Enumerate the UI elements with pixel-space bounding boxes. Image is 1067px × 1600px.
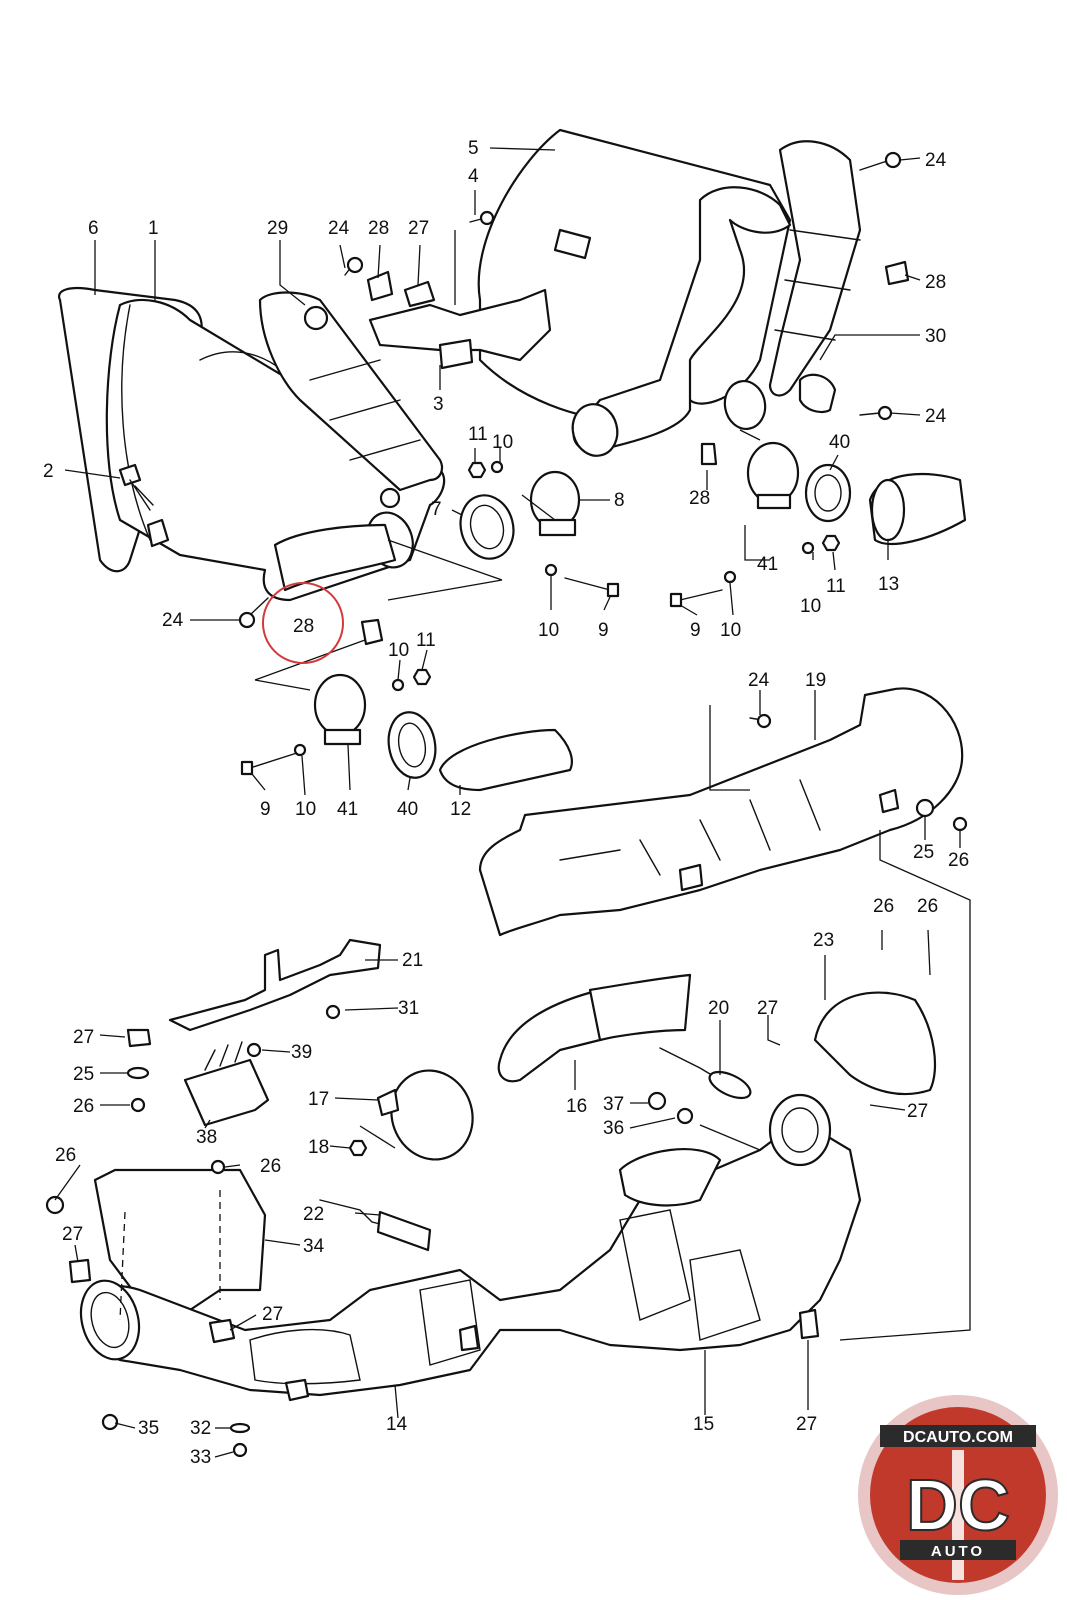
label-34: 34 <box>303 1236 325 1257</box>
label-16: 16 <box>566 1096 587 1117</box>
label-25: 25 <box>73 1064 94 1085</box>
label-24: 24 <box>748 670 770 691</box>
label-10: 10 <box>492 432 513 453</box>
label-39: 39 <box>291 1042 312 1063</box>
clamps-and-tips <box>313 441 967 792</box>
label-10: 10 <box>295 799 316 820</box>
label-11: 11 <box>826 576 846 597</box>
label-24: 24 <box>925 406 947 427</box>
label-24: 24 <box>162 610 184 631</box>
label-25: 25 <box>913 842 934 863</box>
label-6: 6 <box>88 218 99 239</box>
label-27: 27 <box>262 1304 283 1325</box>
label-28: 28 <box>689 488 710 509</box>
label-26: 26 <box>917 896 938 917</box>
label-26: 26 <box>873 896 894 917</box>
label-11: 11 <box>468 424 488 445</box>
logo-initials: DC <box>906 1466 1010 1546</box>
label-29: 29 <box>267 218 288 239</box>
label-35: 35 <box>138 1418 159 1439</box>
label-33: 33 <box>190 1447 211 1468</box>
label-15: 15 <box>693 1414 714 1435</box>
label-4: 4 <box>468 166 479 187</box>
label-8: 8 <box>614 490 625 511</box>
label-41: 41 <box>757 554 778 575</box>
label-10: 10 <box>538 620 559 641</box>
label-27: 27 <box>408 218 429 239</box>
label-28-highlighted: 28 <box>293 616 314 637</box>
label-24: 24 <box>925 150 947 171</box>
label-26: 26 <box>73 1096 94 1117</box>
label-11: 11 <box>416 630 436 651</box>
right-muffler-assembly <box>368 128 862 457</box>
label-20: 20 <box>708 998 729 1019</box>
label-26: 26 <box>55 1145 76 1166</box>
part-labels: 6 1 2 29 24 28 27 5 4 3 24 28 30 24 11 1… <box>43 138 969 1468</box>
label-26: 26 <box>948 850 969 871</box>
label-21: 21 <box>402 950 423 971</box>
left-muffler-assembly <box>57 286 446 602</box>
logo-site-text: DCAUTO.COM <box>903 1429 1013 1446</box>
label-28: 28 <box>925 272 946 293</box>
label-22: 22 <box>303 1204 324 1225</box>
label-12: 12 <box>450 799 471 820</box>
label-10: 10 <box>800 596 821 617</box>
logo-word: AUTO <box>931 1543 985 1560</box>
label-28: 28 <box>368 218 389 239</box>
label-10: 10 <box>720 620 741 641</box>
main-exhaust-pipes <box>45 1093 862 1458</box>
label-40: 40 <box>829 432 850 453</box>
label-10: 10 <box>388 640 409 661</box>
label-3: 3 <box>433 394 444 415</box>
label-19: 19 <box>805 670 826 691</box>
label-9: 9 <box>690 620 701 641</box>
label-5: 5 <box>468 138 479 159</box>
dcauto-logo: DCAUTO.COM DC AUTO <box>858 1395 1058 1595</box>
label-7: 7 <box>431 499 442 520</box>
fasteners <box>238 151 910 776</box>
label-37: 37 <box>603 1094 624 1115</box>
label-27: 27 <box>757 998 778 1019</box>
label-31: 31 <box>398 998 419 1019</box>
lower-brackets <box>126 938 382 1127</box>
label-9: 9 <box>260 799 271 820</box>
label-27: 27 <box>73 1027 94 1048</box>
label-36: 36 <box>603 1118 624 1139</box>
label-32: 32 <box>190 1418 211 1439</box>
label-30: 30 <box>925 326 946 347</box>
leader-lines <box>54 147 971 1458</box>
label-9: 9 <box>598 620 609 641</box>
label-27: 27 <box>907 1101 928 1122</box>
label-23: 23 <box>813 930 834 951</box>
label-13: 13 <box>878 574 899 595</box>
center-components <box>348 973 937 1161</box>
label-24: 24 <box>328 218 350 239</box>
label-27: 27 <box>796 1414 817 1435</box>
label-27: 27 <box>62 1224 83 1245</box>
label-14: 14 <box>386 1414 408 1435</box>
label-2: 2 <box>43 461 54 482</box>
label-41: 41 <box>337 799 358 820</box>
label-18: 18 <box>308 1137 329 1158</box>
highlight-circle <box>262 582 344 664</box>
label-40: 40 <box>397 799 418 820</box>
label-1: 1 <box>148 218 159 239</box>
label-38: 38 <box>196 1127 217 1148</box>
label-17: 17 <box>308 1089 329 1110</box>
label-26: 26 <box>260 1156 281 1177</box>
